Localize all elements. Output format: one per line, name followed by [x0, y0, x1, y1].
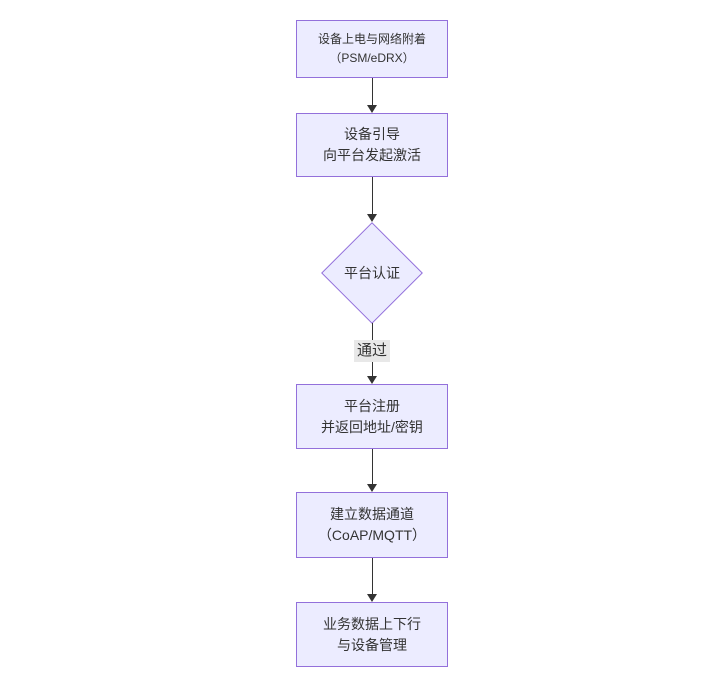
- decision-platform-auth-label: 平台认证: [344, 265, 400, 281]
- node-device-bootstrap: 设备引导 向平台发起激活: [296, 113, 448, 177]
- node-text-line: 设备引导: [344, 126, 400, 142]
- edge-arrowhead-icon: [367, 105, 377, 113]
- edge-arrowhead-icon: [367, 594, 377, 602]
- edge-arrowhead-icon: [367, 214, 377, 222]
- node-text-line: 平台注册: [344, 397, 400, 414]
- node-data-channel: 建立数据通道 （CoAP/MQTT）: [296, 492, 448, 558]
- edge-arrow-line: [372, 449, 373, 484]
- node-text-line: 业务数据上下行: [323, 615, 421, 632]
- edge-arrowhead-icon: [367, 376, 377, 384]
- node-text-line: （PSM/eDRX）: [329, 51, 415, 65]
- node-text-line: 与设备管理: [337, 636, 407, 653]
- node-business-data: 业务数据上下行 与设备管理: [296, 602, 448, 667]
- node-text-line: 建立数据通道: [330, 506, 414, 522]
- edge-arrow-line: [372, 177, 373, 214]
- node-power-network-attach: 设备上电与网络附着 （PSM/eDRX）: [296, 20, 448, 78]
- node-text-line: 向平台发起激活: [323, 147, 421, 163]
- node-text-line: （CoAP/MQTT）: [317, 527, 427, 543]
- edge-arrow-line: [372, 558, 373, 594]
- edge-arrowhead-icon: [367, 484, 377, 492]
- node-text-line: 设备上电与网络附着: [317, 32, 426, 46]
- node-platform-register: 平台注册 并返回地址/密钥: [296, 384, 448, 449]
- node-text-line: 并返回地址/密钥: [321, 418, 423, 435]
- edge-label-pass: 通过: [354, 340, 391, 362]
- edge-arrow-line: [372, 78, 373, 105]
